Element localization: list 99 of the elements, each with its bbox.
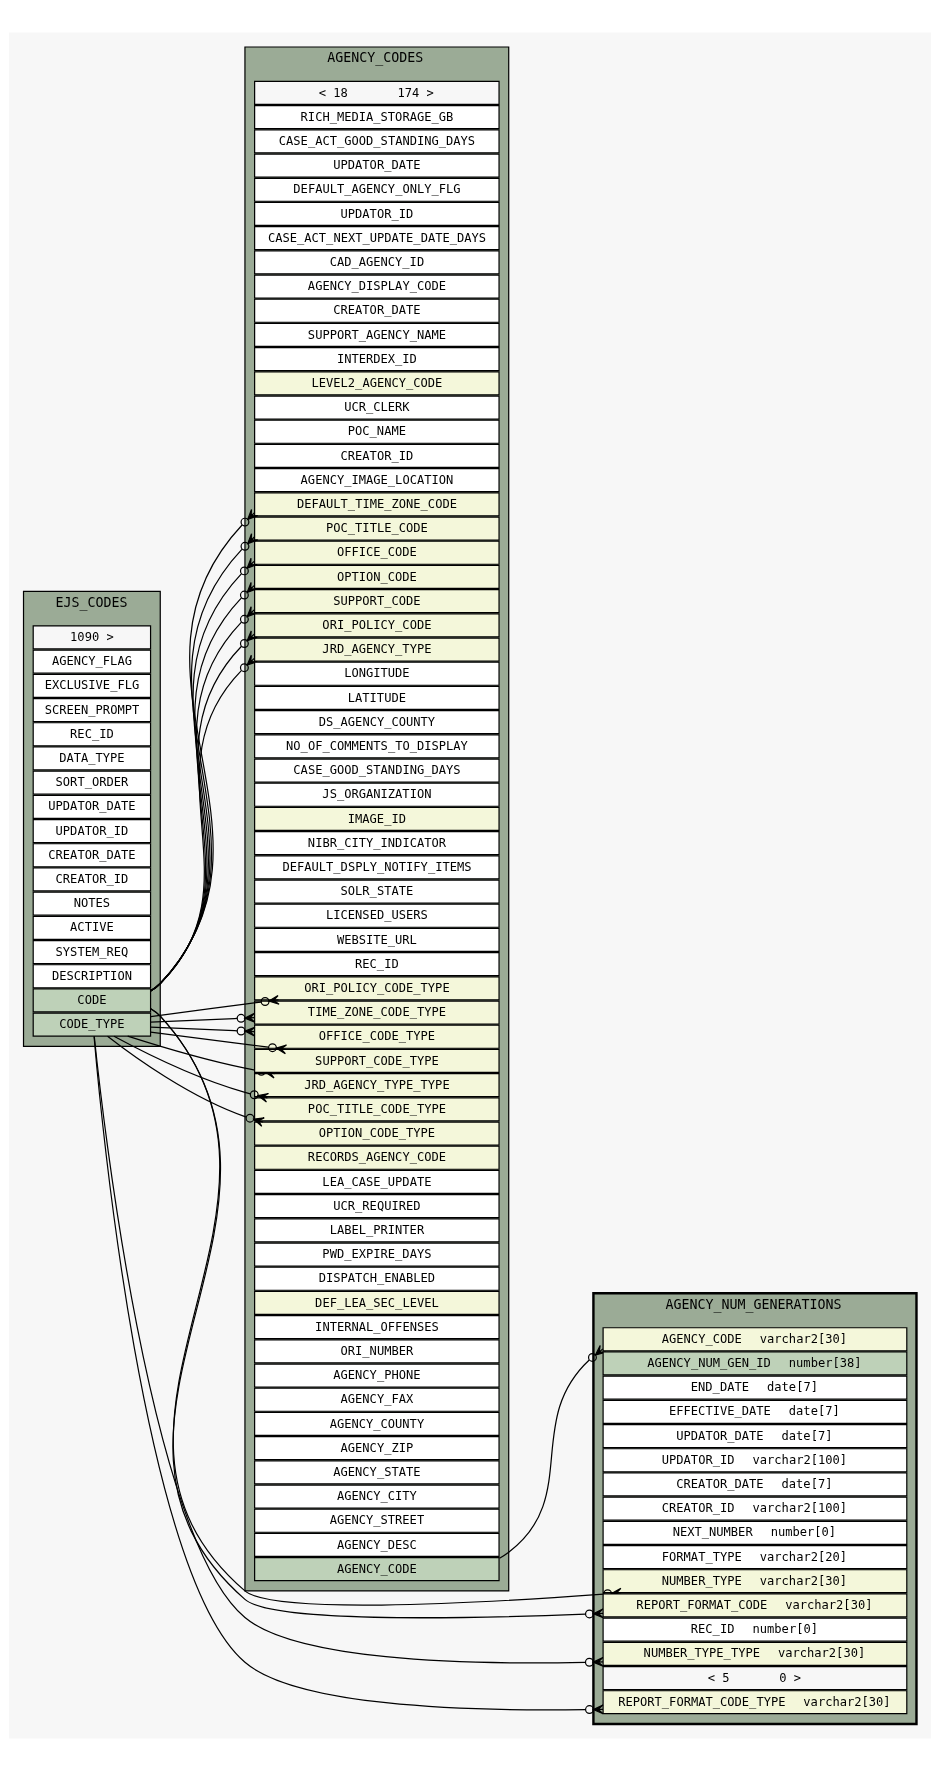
node-box: AGENCY_DISPLAY_CODE bbox=[253, 274, 500, 299]
node-box: AGENCY_STREET bbox=[253, 1508, 500, 1533]
node-box: SUPPORT_AGENCY_NAME bbox=[253, 322, 500, 348]
node-box: NEXT_NUMBER number[0] bbox=[602, 1520, 907, 1545]
node-box: AGENCY_FLAG bbox=[32, 649, 151, 674]
node-box: UPDATOR_DATE bbox=[32, 794, 151, 819]
node-box: CREATOR_ID bbox=[32, 867, 151, 892]
connector bbox=[149, 994, 280, 1018]
node-box: POC_TITLE_CODE bbox=[253, 516, 500, 541]
node-box: CASE_ACT_NEXT_UPDATE_DATE_DAYS bbox=[253, 226, 500, 251]
node-box: INTERNAL_OFFENSES bbox=[253, 1315, 500, 1340]
node-box: LICENSED_USERS bbox=[253, 903, 500, 928]
node-box: UPDATOR_DATE date[7] bbox=[602, 1423, 907, 1449]
node-box: TIME_ZONE_CODE_TYPE bbox=[253, 1000, 500, 1025]
node-box: AGENCY_NUM_GEN_ID number[38] bbox=[602, 1351, 907, 1376]
node-box: NUMBER_TYPE_TYPE varchar2[30] bbox=[602, 1641, 907, 1666]
node-box: JRD_AGENCY_TYPE bbox=[253, 637, 500, 662]
node-box: DEFAULT_AGENCY_ONLY_FLG bbox=[253, 177, 500, 202]
node-box: REPORT_FORMAT_CODE_TYPE varchar2[30] bbox=[602, 1690, 907, 1715]
node-box: UPDATOR_DATE bbox=[253, 153, 500, 178]
node-box: CREATOR_DATE bbox=[32, 843, 151, 868]
node-box: DEFAULT_DSPLY_NOTIFY_ITEMS bbox=[253, 855, 500, 880]
node-box: AGENCY_DESC bbox=[253, 1532, 500, 1558]
node-box: PWD_EXPIRE_DAYS bbox=[253, 1242, 500, 1267]
node-box: CAD_AGENCY_ID bbox=[253, 250, 500, 275]
node-box: AGENCY_FAX bbox=[253, 1387, 500, 1412]
node-box: DEFAULT_TIME_ZONE_CODE bbox=[253, 492, 500, 517]
node-box: AGENCY_IMAGE_LOCATION bbox=[253, 468, 500, 493]
node-box: CASE_GOOD_STANDING_DAYS bbox=[253, 758, 500, 783]
node-box: CASE_ACT_GOOD_STANDING_DAYS bbox=[253, 129, 500, 154]
node-box: INTERDEX_ID bbox=[253, 347, 500, 372]
node-box: EXCLUSIVE_FLG bbox=[32, 673, 151, 698]
node-box: SCREEN_PROMPT bbox=[32, 697, 151, 723]
node-box: 1090 > bbox=[32, 625, 151, 650]
node-box: NOTES bbox=[32, 891, 151, 916]
node-box: CODE bbox=[32, 988, 151, 1013]
node-box: FORMAT_TYPE varchar2[20] bbox=[602, 1544, 907, 1570]
node-box: UPDATOR_ID varchar2[100] bbox=[602, 1448, 907, 1473]
connector bbox=[149, 1031, 287, 1055]
node-box: LATITUDE bbox=[253, 685, 500, 711]
node-box: SORT_ORDER bbox=[32, 770, 151, 795]
node-box: POC_TITLE_CODE_TYPE bbox=[253, 1097, 500, 1122]
node-box: DATA_TYPE bbox=[32, 746, 151, 771]
node-box: OPTION_CODE bbox=[253, 564, 500, 590]
node-box: LONGITUDE bbox=[253, 661, 500, 686]
node-box: NO_OF_COMMENTS_TO_DISPLAY bbox=[253, 734, 500, 759]
node-box: UCR_REQUIRED bbox=[253, 1194, 500, 1219]
node-box: AGENCY_ZIP bbox=[253, 1436, 500, 1461]
node-box: POC_NAME bbox=[253, 419, 500, 444]
node-box: < 18 174 > bbox=[253, 80, 500, 106]
node-box: DISPATCH_ENABLED bbox=[253, 1266, 500, 1291]
node-box: SYSTEM_REQ bbox=[32, 939, 151, 965]
node-box: UCR_CLERK bbox=[253, 395, 500, 420]
connector bbox=[149, 1012, 255, 1023]
node-box: RECORDS_AGENCY_CODE bbox=[253, 1145, 500, 1170]
node-box: AGENCY_CITY bbox=[253, 1484, 500, 1509]
node-box: OFFICE_CODE_TYPE bbox=[253, 1024, 500, 1049]
node-box: END_DATE date[7] bbox=[602, 1375, 907, 1400]
node-box: CREATOR_ID bbox=[253, 443, 500, 469]
node-box: CREATOR_ID varchar2[100] bbox=[602, 1496, 907, 1521]
node-box: SOLR_STATE bbox=[253, 879, 500, 904]
node-box: CREATOR_DATE bbox=[253, 298, 500, 323]
connector bbox=[498, 1344, 606, 1559]
node-box: NUMBER_TYPE varchar2[30] bbox=[602, 1569, 907, 1594]
node-box: REPORT_FORMAT_CODE varchar2[30] bbox=[602, 1593, 907, 1618]
node-box: OFFICE_CODE bbox=[253, 540, 500, 565]
node-box: LEVEL2_AGENCY_CODE bbox=[253, 371, 500, 396]
node-box: ORI_POLICY_CODE_TYPE bbox=[253, 976, 500, 1001]
node-box: SUPPORT_CODE bbox=[253, 589, 500, 614]
node-box: REC_ID number[0] bbox=[602, 1617, 907, 1642]
node-box: OPTION_CODE_TYPE bbox=[253, 1121, 500, 1146]
node-box: AGENCY_PHONE bbox=[253, 1363, 500, 1388]
node-box: REC_ID bbox=[253, 952, 500, 977]
node-box: DESCRIPTION bbox=[32, 964, 151, 989]
node-box: UPDATOR_ID bbox=[253, 201, 500, 227]
node-box: DEF_LEA_SEC_LEVEL bbox=[253, 1290, 500, 1316]
node-box: IMAGE_ID bbox=[253, 806, 500, 832]
node-box: AGENCY_STATE bbox=[253, 1460, 500, 1485]
node-box: ORI_POLICY_CODE bbox=[253, 613, 500, 638]
node-box: ACTIVE bbox=[32, 915, 151, 940]
node-box: NIBR_CITY_INDICATOR bbox=[253, 831, 500, 856]
node-box: WEBSITE_URL bbox=[253, 927, 500, 953]
node-box: LEA_CASE_UPDATE bbox=[253, 1169, 500, 1195]
node-box: JS_ORGANIZATION bbox=[253, 782, 500, 807]
node-box: REC_ID bbox=[32, 722, 151, 747]
node-box: EFFECTIVE_DATE date[7] bbox=[602, 1399, 907, 1424]
node-box: CREATOR_DATE date[7] bbox=[602, 1472, 907, 1497]
node-box: ORI_NUMBER bbox=[253, 1339, 500, 1364]
node-box: AGENCY_CODE bbox=[253, 1557, 500, 1582]
node-box: AGENCY_COUNTY bbox=[253, 1411, 500, 1437]
node-box: AGENCY_CODE varchar2[30] bbox=[602, 1327, 907, 1352]
node-box: CODE_TYPE bbox=[32, 1012, 151, 1037]
node-box: < 5 0 > bbox=[602, 1665, 907, 1691]
connector bbox=[149, 1026, 255, 1037]
node-box: JRD_AGENCY_TYPE_TYPE bbox=[253, 1073, 500, 1098]
node-box: UPDATOR_ID bbox=[32, 818, 151, 844]
node-box: LABEL_PRINTER bbox=[253, 1218, 500, 1243]
node-box: DS_AGENCY_COUNTY bbox=[253, 710, 500, 735]
node-box: RICH_MEDIA_STORAGE_GB bbox=[253, 105, 500, 130]
